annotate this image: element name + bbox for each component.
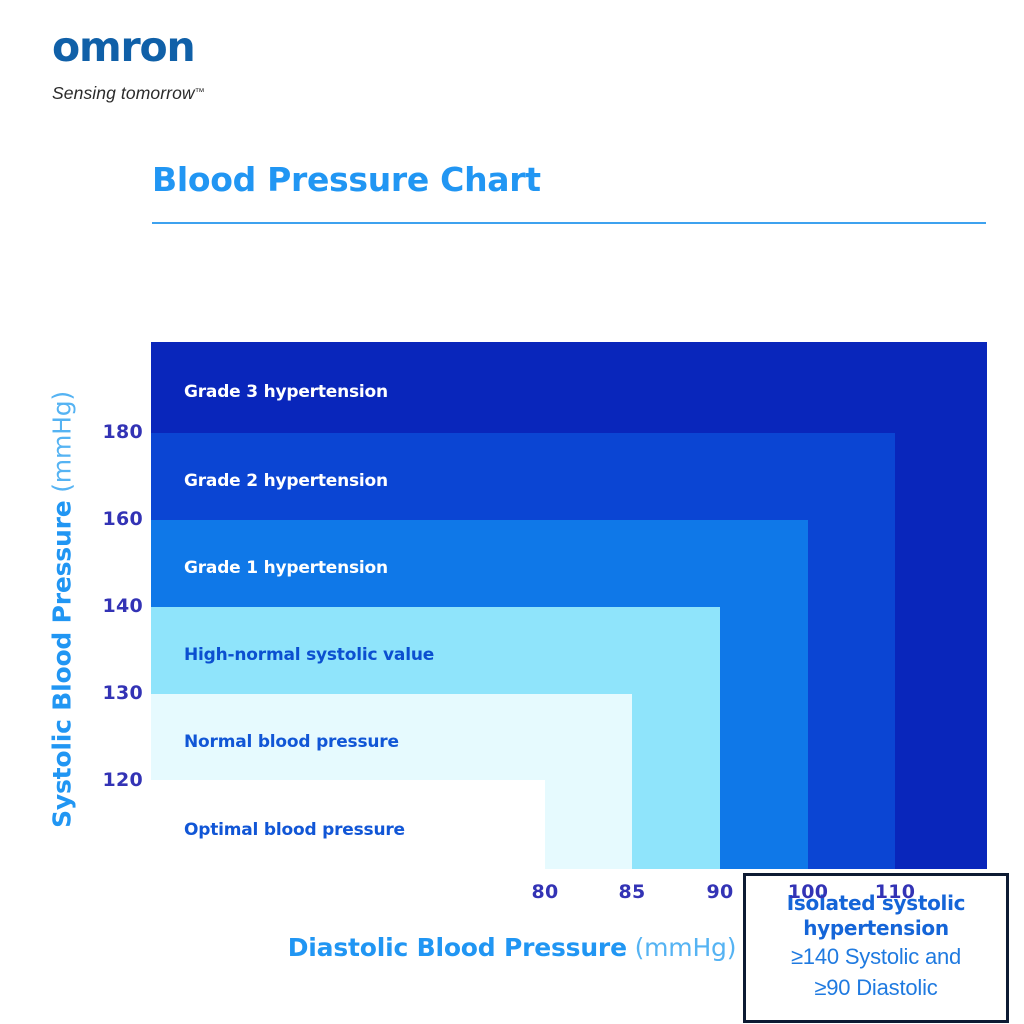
title-block: Blood Pressure Chart (152, 160, 986, 224)
x-axis-tick-90: 90 (706, 881, 734, 903)
trademark-symbol: ™ (194, 87, 205, 98)
y-axis-tick-120: 120 (102, 769, 143, 791)
band-normal-blood-pressure (151, 694, 632, 780)
x-axis-tick-group: 80 85 90 100 110 (151, 881, 1011, 907)
x-axis-title: Diastolic Blood Pressure (mmHg) (0, 933, 1024, 962)
y-axis-tick-140: 140 (102, 595, 143, 617)
faint-artifact-row (190, 282, 950, 304)
x-axis-title-main: Diastolic Blood Pressure (287, 933, 627, 962)
band-optimal-blood-pressure (151, 780, 545, 869)
brand-header: omron Sensing tomorrow™ (52, 24, 472, 104)
column-80-84 (545, 780, 632, 869)
brand-tagline: Sensing tomorrow™ (52, 83, 472, 104)
x-axis-tick-100: 100 (787, 881, 829, 903)
band-grade-1-hypertension (151, 520, 808, 607)
callout-criteria-systolic: ≥140 Systolic and (790, 944, 962, 969)
band-grade-2-hypertension (151, 433, 895, 520)
x-axis-tick-80: 80 (531, 881, 559, 903)
band-label-normal-blood-pressure: Normal blood pressure (184, 732, 399, 752)
y-axis-tick-group: 180 160 140 130 120 (71, 342, 143, 869)
x-axis-title-unit: (mmHg) (634, 933, 737, 962)
title-divider (152, 222, 986, 224)
column-85-89 (632, 694, 720, 869)
y-axis-title-main: Systolic Blood Pressure (47, 500, 77, 828)
callout-heading-line-1: Isolated systolic (786, 891, 966, 915)
y-axis-tick-180: 180 (102, 421, 143, 443)
callout-criteria-diastolic: ≥90 Diastolic (814, 975, 938, 1000)
band-label-optimal-blood-pressure: Optimal blood pressure (184, 820, 405, 840)
band-label-high-normal-systolic-value: High-normal systolic value (184, 645, 435, 665)
chart-plot-area: Grade 3 hypertension Grade 2 hypertensio… (151, 342, 1009, 1023)
band-label-grade-1-hypertension: Grade 1 hypertension (184, 558, 388, 578)
isolated-systolic-hypertension-callout: Isolated systolic hypertension ≥140 Syst… (743, 873, 1009, 1023)
omron-logo: omron (52, 23, 196, 71)
y-axis-tick-160: 160 (102, 508, 143, 530)
brand-tagline-text: Sensing tomorrow (52, 83, 195, 103)
y-axis-tick-130: 130 (102, 682, 143, 704)
column-90-99 (720, 607, 808, 869)
y-axis-title-unit: (mmHg) (47, 391, 77, 493)
band-grade-3-hypertension (151, 342, 987, 433)
band-label-grade-2-hypertension: Grade 2 hypertension (184, 471, 388, 491)
callout-heading-line-2: hypertension (803, 916, 949, 940)
column-110-plus (895, 433, 987, 869)
x-axis-tick-85: 85 (618, 881, 646, 903)
x-axis-tick-110: 110 (874, 881, 916, 903)
band-high-normal-systolic-value (151, 607, 720, 694)
page-title: Blood Pressure Chart (152, 160, 541, 199)
y-axis-title: Systolic Blood Pressure (mmHg) (48, 330, 77, 890)
band-label-grade-3-hypertension: Grade 3 hypertension (184, 382, 388, 402)
column-100-109 (808, 520, 895, 869)
